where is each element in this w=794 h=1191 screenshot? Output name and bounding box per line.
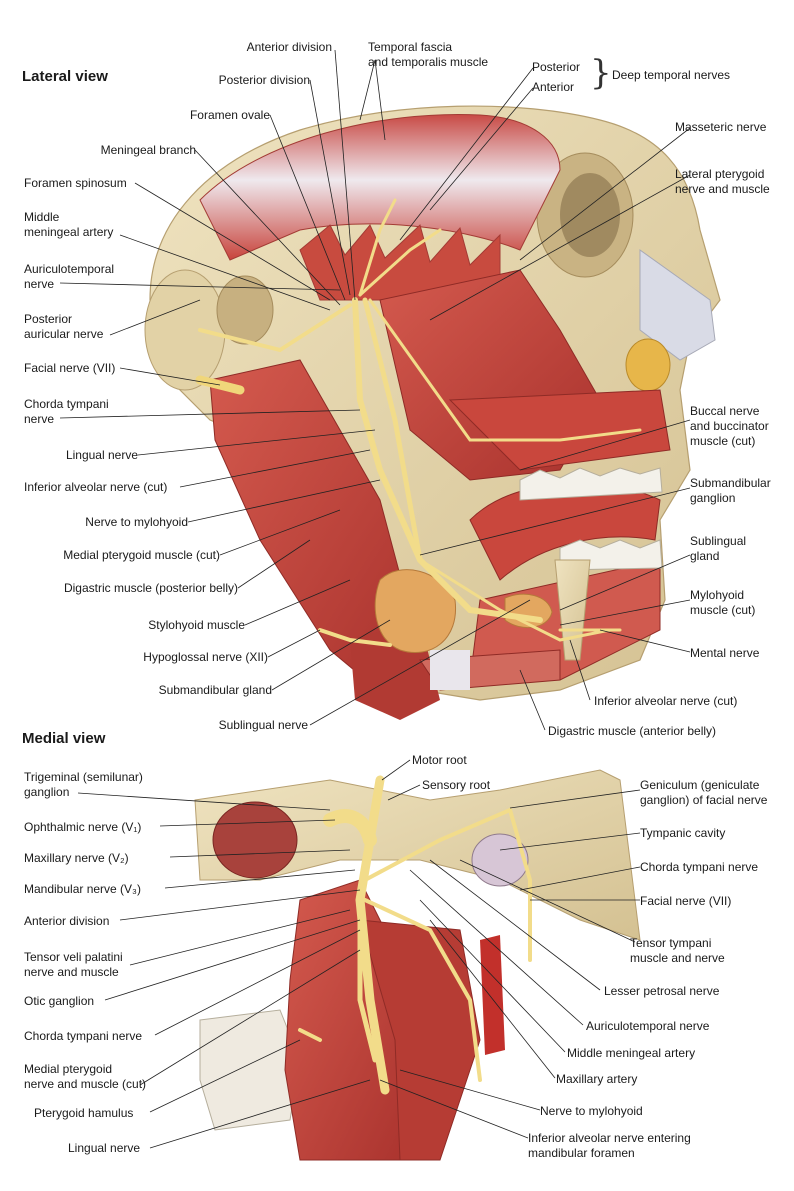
label-sensory-root: Sensory root: [422, 778, 491, 792]
label-tensor-veli-palatini: Tensor veli palatini nerve and muscle: [24, 950, 123, 979]
medial-view-title: Medial view: [22, 730, 106, 747]
label-facial-nerve-medial: Facial nerve (VII): [640, 894, 732, 908]
label-otic-ganglion: Otic ganglion: [24, 994, 95, 1008]
label-lateral-pterygoid: Lateral pterygoid nerve and muscle: [675, 167, 770, 196]
label-submandibular-gland: Submandibular gland: [158, 683, 272, 697]
label-motor-root: Motor root: [412, 753, 467, 767]
label-inferior-alveolar-cut: Inferior alveolar nerve (cut): [24, 480, 168, 494]
label-deep-temporal-posterior: Posterior: [532, 60, 581, 74]
label-foramen-spinosum: Foramen spinosum: [24, 176, 127, 190]
label-nerve-to-mylohyoid-lateral: Nerve to mylohyoid: [85, 515, 188, 529]
label-chorda-tympani-lateral: Chorda tympani nerve: [24, 397, 109, 426]
label-tensor-tympani: Tensor tympani muscle and nerve: [630, 936, 725, 965]
label-temporal-fascia: Temporal fascia and temporalis muscle: [368, 40, 489, 69]
label-inferior-alveolar-cut-right: Inferior alveolar nerve (cut): [594, 694, 738, 708]
label-digastric-anterior: Digastric muscle (anterior belly): [548, 724, 717, 738]
label-maxillary-nerve: Maxillary nerve (V₂): [24, 851, 129, 865]
label-meningeal-branch: Meningeal branch: [100, 143, 196, 157]
label-auriculotemporal-medial: Auriculotemporal nerve: [586, 1019, 710, 1033]
label-chorda-tympani-medial-left: Chorda tympani nerve: [24, 1029, 143, 1043]
label-anterior-division: Anterior division: [246, 40, 332, 54]
medial-bone: [194, 769, 641, 1131]
label-foramen-ovale: Foramen ovale: [189, 108, 270, 122]
label-inferior-alveolar-entering: Inferior alveolar nerve entering mandibu…: [528, 1131, 691, 1160]
label-auriculotemporal-nerve: Auriculotemporal nerve: [24, 262, 115, 291]
label-mental-nerve: Mental nerve: [690, 646, 760, 660]
label-lesser-petrosal: Lesser petrosal nerve: [604, 984, 720, 998]
label-sublingual-gland: Sublingual gland: [690, 534, 747, 563]
leader-lines: [59, 49, 691, 1149]
label-ophthalmic-nerve: Ophthalmic nerve (V₁): [24, 820, 142, 834]
lateral-view-title: Lateral view: [22, 68, 108, 85]
label-hypoglossal-nerve: Hypoglossal nerve (XII): [143, 650, 268, 664]
label-medial-pterygoid-nerve: Medial pterygoid nerve and muscle (cut): [24, 1062, 147, 1091]
lateral-nerves: [195, 198, 642, 647]
label-sublingual-nerve: Sublingual nerve: [218, 718, 308, 732]
label-maxillary-artery: Maxillary artery: [556, 1072, 638, 1086]
label-deep-temporal-nerves: Deep temporal nerves: [612, 68, 731, 82]
label-trigeminal-ganglion: Trigeminal (semilunar) ganglion: [24, 770, 143, 799]
label-medial-pterygoid-cut: Medial pterygoid muscle (cut): [63, 548, 220, 562]
label-lingual-nerve-medial: Lingual nerve: [68, 1141, 141, 1155]
label-submandibular-ganglion: Submandibular ganglion: [690, 476, 771, 505]
label-pterygoid-hamulus: Pterygoid hamulus: [34, 1106, 134, 1120]
label-mylohyoid-muscle: Mylohyoid muscle (cut): [690, 588, 756, 617]
medial-nerves: [298, 775, 532, 1095]
label-lingual-nerve-lateral: Lingual nerve: [65, 448, 138, 462]
label-masseteric-nerve: Masseteric nerve: [675, 120, 767, 134]
label-facial-nerve: Facial nerve (VII): [24, 361, 116, 375]
label-tympanic-cavity: Tympanic cavity: [640, 826, 726, 840]
label-deep-temporal-anterior: Anterior: [532, 80, 575, 94]
label-posterior-division: Posterior division: [218, 73, 310, 87]
label-buccal-nerve: Buccal nerve and buccinator muscle (cut): [690, 404, 769, 448]
deep-temporal-brace: }: [590, 53, 612, 93]
label-stylohyoid-muscle: Stylohyoid muscle: [148, 618, 245, 632]
label-chorda-tympani-medial-right: Chorda tympani nerve: [640, 860, 759, 874]
label-geniculum: Geniculum (geniculate ganglion) of facia…: [640, 778, 768, 807]
label-posterior-auricular-nerve: Posterior auricular nerve: [24, 312, 104, 341]
lateral-muscles: [209, 269, 671, 720]
label-middle-meningeal-medial: Middle meningeal artery: [567, 1046, 696, 1060]
label-digastric-posterior: Digastric muscle (posterior belly): [63, 581, 238, 595]
label-anterior-division-medial: Anterior division: [24, 914, 110, 928]
label-nerve-to-mylohyoid-medial: Nerve to mylohyoid: [540, 1104, 643, 1118]
label-mandibular-nerve: Mandibular nerve (V₃): [24, 882, 141, 896]
temporalis-muscle: [199, 113, 561, 301]
label-middle-meningeal-artery: Middle meningeal artery: [24, 210, 114, 239]
